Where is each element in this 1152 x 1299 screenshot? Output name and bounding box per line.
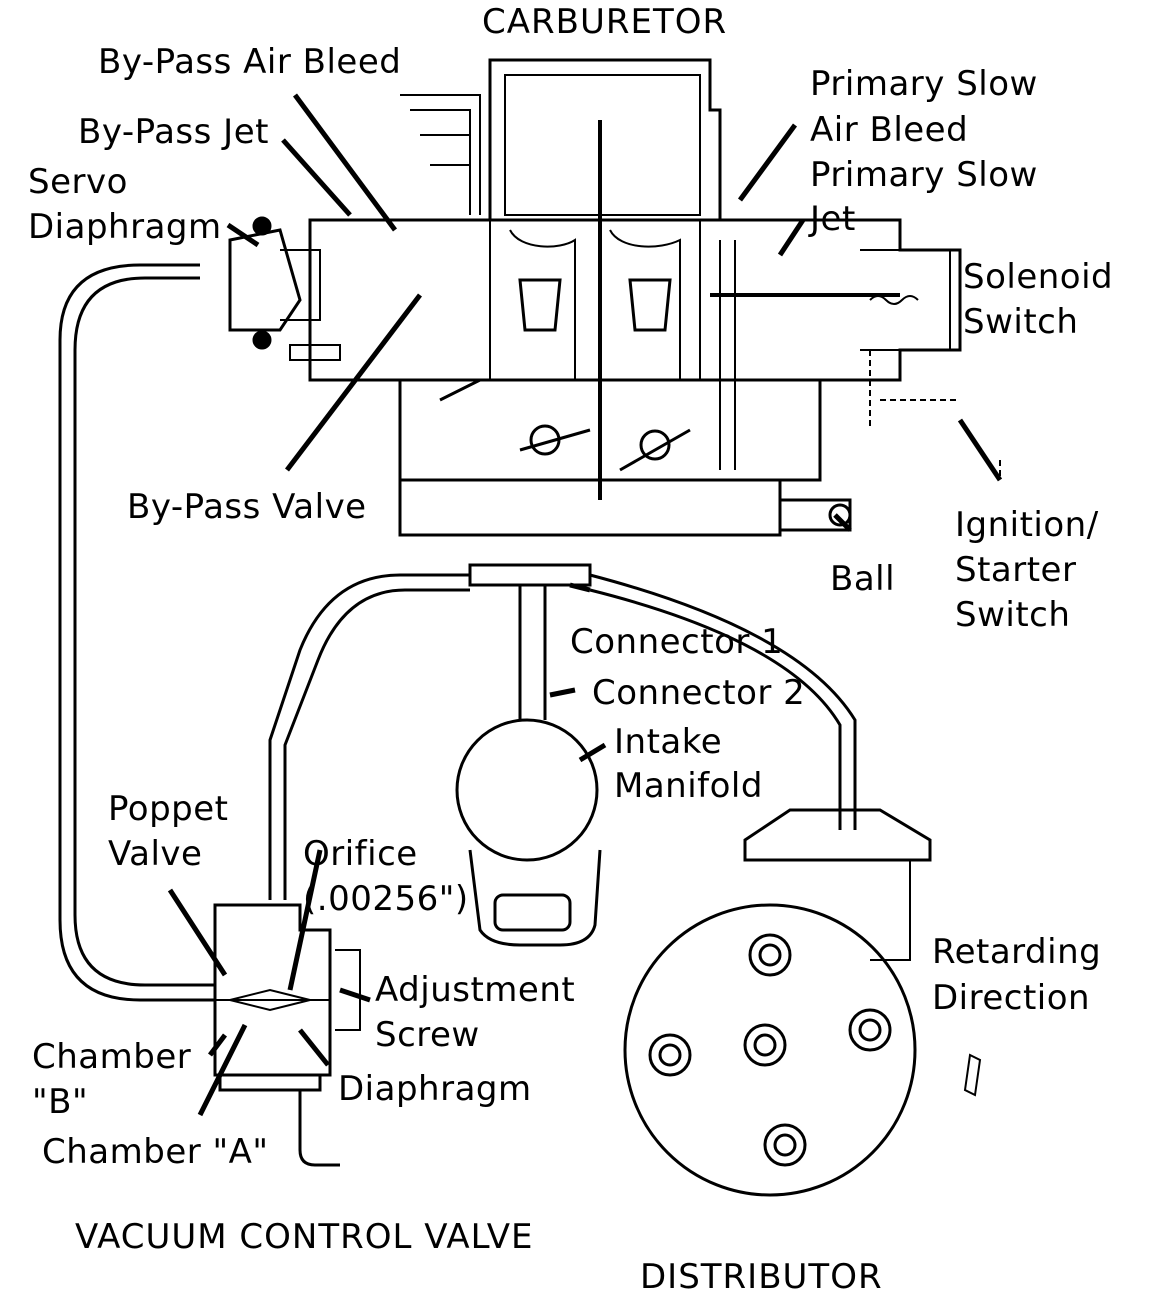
label-primary-slow-air-bleed-2: Air Bleed <box>810 110 969 150</box>
label-intake-manifold-2: Manifold <box>614 766 763 806</box>
label-retarding-direction-1: Retarding <box>932 932 1102 972</box>
label-ignition-starter-switch-1: Ignition/ <box>955 505 1099 545</box>
label-ball: Ball <box>830 559 896 599</box>
label-solenoid-switch-2: Switch <box>963 302 1079 342</box>
vacuum-tubes <box>58 263 857 1002</box>
label-adjustment-screw-2: Screw <box>375 1015 480 1055</box>
label-adjustment-screw-1: Adjustment <box>375 970 576 1010</box>
label-poppet-valve-1: Poppet <box>108 789 229 829</box>
label-orifice-1: Orifice <box>303 834 418 874</box>
leader-arrows <box>167 93 1003 1117</box>
label-bypass-air-bleed: By-Pass Air Bleed <box>98 42 402 82</box>
label-orifice-2: (.00256") <box>303 879 469 919</box>
label-ignition-starter-switch-2: Starter <box>955 550 1077 590</box>
label-chamber-a: Chamber "A" <box>42 1132 269 1172</box>
label-primary-slow-jet-1: Primary Slow <box>810 155 1038 195</box>
label-primary-slow-air-bleed-1: Primary Slow <box>810 64 1038 104</box>
label-bypass-valve: By-Pass Valve <box>127 487 367 527</box>
label-connector-2: Connector 2 <box>592 673 806 713</box>
label-solenoid-switch-1: Solenoid <box>963 257 1114 297</box>
carburetor-body <box>308 58 1001 537</box>
label-intake-manifold-1: Intake <box>614 722 723 762</box>
label-diaphragm: Diaphragm <box>338 1069 532 1109</box>
label-retarding-direction-2: Direction <box>932 978 1091 1018</box>
distributor-shape <box>623 808 982 1197</box>
distributor-title: DISTRIBUTOR <box>640 1257 883 1297</box>
label-bypass-jet: By-Pass Jet <box>78 112 269 152</box>
carburetor-title: CARBURETOR <box>482 2 728 42</box>
label-servo-diaphragm-1: Servo <box>28 162 128 202</box>
label-chamber-b-1: Chamber <box>32 1037 192 1077</box>
label-poppet-valve-2: Valve <box>108 834 203 874</box>
label-chamber-b-2: "B" <box>32 1082 89 1122</box>
vacuum-control-valve-shape <box>213 903 361 1167</box>
label-connector-1: Connector 1 <box>570 622 784 662</box>
intake-manifold-shape <box>455 718 602 947</box>
label-servo-diaphragm-2: Diaphragm <box>28 207 222 247</box>
label-primary-slow-jet-2: Jet <box>810 199 856 239</box>
label-ignition-starter-switch-3: Switch <box>955 595 1071 635</box>
servo-diaphragm-shape <box>228 216 341 361</box>
vacuum-control-valve-title: VACUUM CONTROL VALVE <box>75 1217 534 1257</box>
